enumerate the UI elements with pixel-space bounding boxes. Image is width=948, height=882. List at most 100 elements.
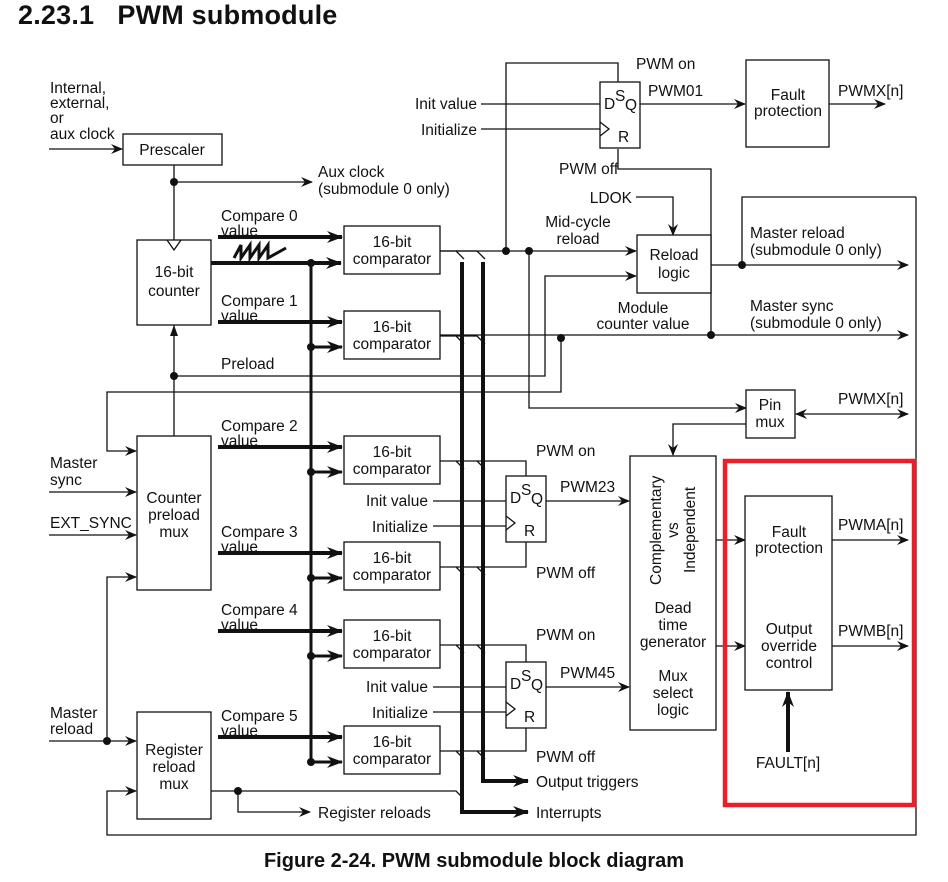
master-sync-out-label: Master sync (submodule 0 only) <box>750 298 882 332</box>
master-sync-label: Master sync <box>50 455 97 489</box>
output-triggers-label: Output triggers <box>536 774 639 791</box>
svg-text:Compare 5: Compare 5 <box>221 708 298 725</box>
prescaler-label: Prescaler <box>139 142 204 159</box>
pwm23-label: PWM23 <box>560 479 615 496</box>
counter-label: 16-bit <box>155 264 194 281</box>
register-reload-mux-label: Register <box>145 742 203 759</box>
register-reload-mux-block <box>136 711 212 820</box>
junction-dot <box>103 737 111 745</box>
comparator-label: 16-bit <box>373 550 412 567</box>
preload-label: Preload <box>221 356 274 373</box>
clock-input-triangle-icon <box>166 239 182 252</box>
comparator-block <box>343 619 441 669</box>
ext-sync-label: EXT_SYNC <box>50 515 132 532</box>
master-reload-loop-wire <box>741 196 916 265</box>
complementary-deadtime-block <box>629 455 717 731</box>
init-value-01-label: Init value <box>415 96 477 113</box>
highlight-box <box>722 458 917 808</box>
svg-text:Aux clock: Aux clock <box>318 164 385 181</box>
initialize-label: Initialize <box>372 705 428 722</box>
svg-text:Master reload: Master reload <box>750 225 845 242</box>
svg-text:override: override <box>761 638 817 655</box>
counter-preload-mux-label: Counter <box>146 490 201 507</box>
reload-logic-label: Reload <box>649 247 698 264</box>
fault-label: FAULT[n] <box>756 755 820 772</box>
r-pin-label: R <box>524 709 535 726</box>
counter-block <box>136 239 212 326</box>
output-override-label: Output override control <box>761 621 817 672</box>
fault-protection-top-label-2: protection <box>754 103 822 120</box>
master-reload-out-label: Master reload (submodule 0 only) <box>750 225 882 259</box>
q-pin-label: Q <box>625 97 637 114</box>
pwma-label: PWMA[n] <box>838 517 903 534</box>
comparator-label-2: comparator <box>353 251 431 268</box>
svg-text:Module: Module <box>618 300 669 317</box>
comparator-block <box>343 541 441 591</box>
comparator-block <box>343 435 441 485</box>
pwm-off-wire <box>477 542 527 568</box>
s-pin-label: S <box>521 482 531 499</box>
pwm-off-wire <box>477 728 527 752</box>
svg-text:Compare 0: Compare 0 <box>221 208 298 225</box>
s-pin-label: S <box>521 668 531 685</box>
vs-label: vs <box>665 522 682 538</box>
clock-triangle-icon <box>599 121 611 137</box>
section-number: 2.23.1 <box>18 0 95 30</box>
svg-text:time: time <box>658 617 687 634</box>
register-reload-mux-label-3: mux <box>159 776 189 793</box>
clock-input-label: Internal, external, or aux clock <box>50 80 115 143</box>
svg-text:Compare 2: Compare 2 <box>221 418 298 435</box>
fault-output-override-block <box>744 495 833 691</box>
comparator-label-2: comparator <box>353 645 431 662</box>
init-value-label: Init value <box>366 493 428 510</box>
section-title: 2.23.1 PWM submodule <box>18 0 337 31</box>
svg-text:generator: generator <box>640 634 706 651</box>
pwm-on-label: PWM on <box>536 443 595 460</box>
counter-label-2: counter <box>148 283 200 300</box>
comparator-label: 16-bit <box>373 319 412 336</box>
bus-tap <box>440 250 465 260</box>
junction-dot <box>707 331 715 339</box>
r-pin-label: R <box>524 523 535 540</box>
svg-text:(submodule 0 only): (submodule 0 only) <box>750 315 882 332</box>
svg-text:or: or <box>50 110 64 127</box>
complementary-label: Complementary <box>648 475 665 585</box>
output-triggers-bus <box>481 262 529 787</box>
pwm01-label: PWM01 <box>648 83 703 100</box>
comparator-block <box>343 725 441 775</box>
svg-text:(submodule 0 only): (submodule 0 only) <box>750 242 882 259</box>
junction-dot <box>738 261 746 269</box>
ldok-wire <box>636 196 678 236</box>
arrow-up-icon <box>170 325 178 336</box>
s-pin-label: S <box>615 88 625 105</box>
pwmb-label: PWMB[n] <box>838 623 903 640</box>
comparator-label: 16-bit <box>373 444 412 461</box>
pwmx-pin-label: PWMX[n] <box>838 391 903 408</box>
pwm45-label: PWM45 <box>560 665 615 682</box>
counter-preload-mux-label-3: mux <box>159 524 189 541</box>
comparator-label: 16-bit <box>373 628 412 645</box>
register-reloads-label: Register reloads <box>318 805 431 822</box>
aux-clock-label: Aux clock (submodule 0 only) <box>318 164 450 198</box>
sawtooth-waveform-icon <box>232 240 287 263</box>
flipflop-block <box>599 81 641 149</box>
interrupts-bus <box>460 262 529 818</box>
svg-text:external,: external, <box>50 95 109 112</box>
pwm-off-label: PWM off <box>536 749 596 766</box>
clock-triangle-icon <box>505 515 517 531</box>
master-reload-to-preload-mux-wire <box>106 572 137 741</box>
svg-text:reload: reload <box>50 721 93 738</box>
svg-text:control: control <box>766 655 813 672</box>
pwm-on-01-wire <box>505 62 619 251</box>
pin-mux-label: Pin <box>759 397 781 414</box>
to-pin-mux-wire <box>528 251 747 413</box>
svg-text:Fault: Fault <box>772 524 807 541</box>
initialize-01-label: Initialize <box>421 122 477 139</box>
svg-text:select: select <box>653 685 694 702</box>
independent-label: Independent <box>682 486 699 573</box>
